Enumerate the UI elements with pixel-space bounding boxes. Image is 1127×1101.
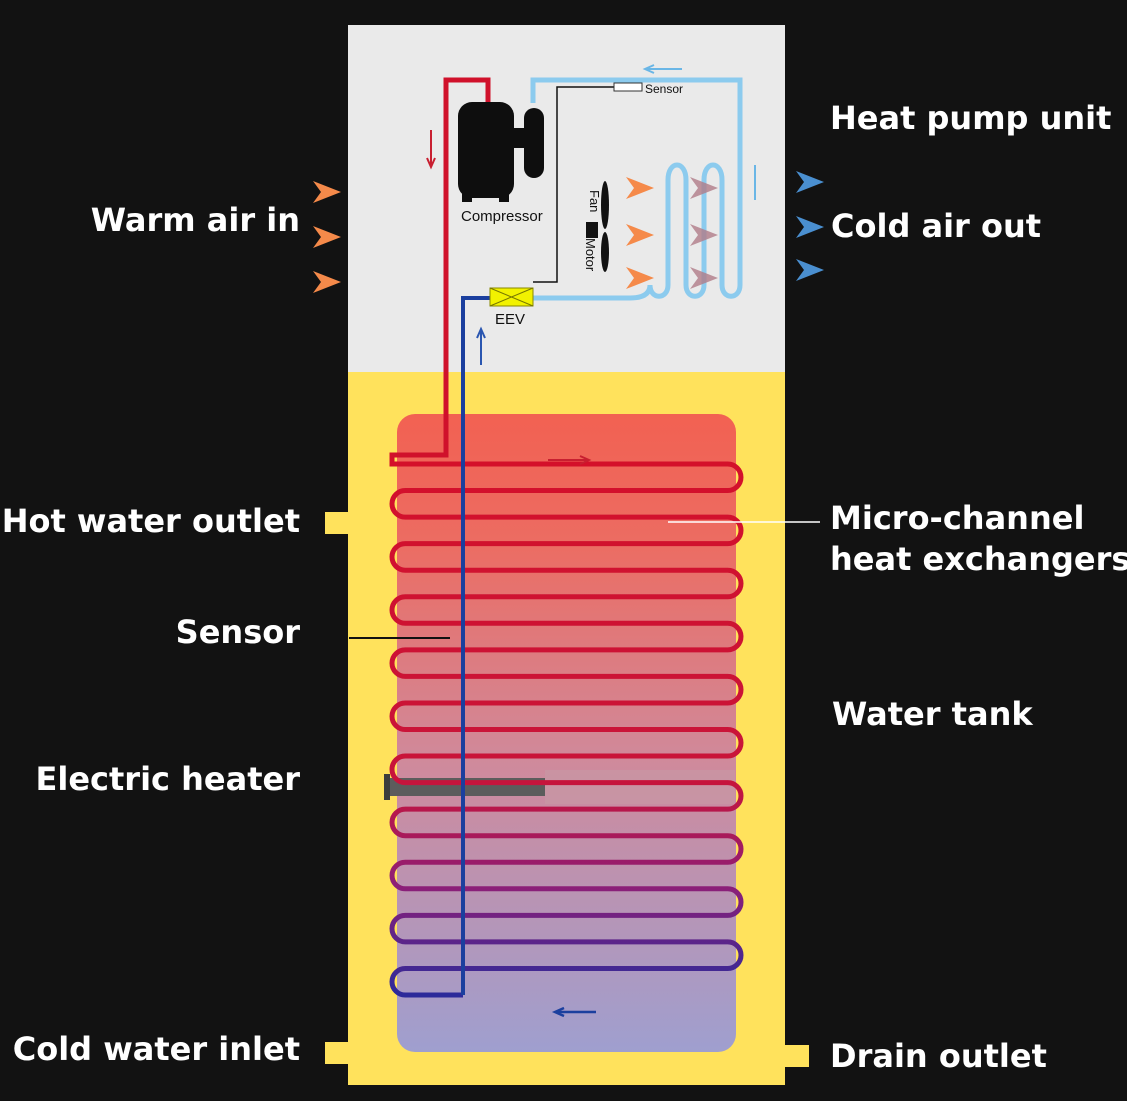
compressor-icon (458, 102, 544, 202)
return-pipe (461, 296, 490, 995)
warm-air-arrow-icon (313, 271, 341, 293)
warm-air-arrow-icon (313, 226, 341, 248)
cold-water-inlet-fitting (325, 1042, 351, 1064)
sensor-element (613, 82, 643, 92)
sensor-label: Sensor (175, 613, 300, 651)
cold-air-out-label: Cold air out (831, 207, 1042, 245)
heater-sleeve (545, 770, 735, 804)
eev-valve-icon (489, 287, 534, 307)
water-tank-label: Water tank (832, 695, 1033, 733)
warm-air-arrow-icon (626, 267, 654, 289)
tank-water (397, 414, 736, 1052)
air-flow-arrow-icon (690, 267, 718, 289)
fan-icon (586, 181, 609, 272)
hot-gas-pipe (392, 77, 491, 458)
cold-air-arrow-icon (796, 259, 824, 281)
electric-heater-cap (384, 774, 390, 800)
sensor-unit-label: Sensor (645, 82, 683, 96)
warm-air-arrow-icon (626, 177, 654, 199)
compressor-label: Compressor (461, 208, 543, 225)
drain-outlet-fitting (783, 1045, 809, 1067)
hot-water-outlet-label: Hot water outlet (1, 502, 300, 540)
air-flow-arrow-icon (690, 224, 718, 246)
flow-arrows (426, 64, 756, 1018)
suction-pipe (530, 77, 743, 285)
electric-heater-label: Electric heater (35, 760, 300, 798)
warm-air-in-label: Warm air in (90, 201, 300, 239)
coil-pipe (389, 452, 744, 998)
cold-air-arrow-icon (796, 171, 824, 193)
cold-air-arrow-icon (796, 216, 824, 238)
eev-label: EEV (495, 311, 525, 328)
cold-air-arrows-right (796, 171, 824, 281)
air-arrows-through-coil (690, 177, 718, 289)
warm-air-arrows-left (313, 181, 341, 293)
cold-water-inlet-label: Cold water inlet (12, 1030, 300, 1068)
air-flow-arrow-icon (690, 177, 718, 199)
fan-label: Fan (587, 190, 602, 212)
warm-air-arrows-inner (626, 177, 654, 289)
warm-air-arrow-icon (626, 224, 654, 246)
warm-air-arrow-icon (313, 181, 341, 203)
motor-label: Motor (583, 238, 598, 272)
drain-outlet-label: Drain outlet (830, 1037, 1047, 1075)
hot-water-outlet-fitting (325, 512, 351, 534)
micro-channel-label-line1: Micro-channel (830, 499, 1085, 537)
sensor-wire (533, 86, 614, 283)
micro-channel-coil (389, 452, 744, 998)
heat-pump-unit-label: Heat pump unit (830, 99, 1112, 137)
heat-pump-housing (348, 25, 785, 372)
evaporator-coil (533, 162, 743, 301)
micro-channel-label-line2: heat exchangers (830, 540, 1127, 578)
